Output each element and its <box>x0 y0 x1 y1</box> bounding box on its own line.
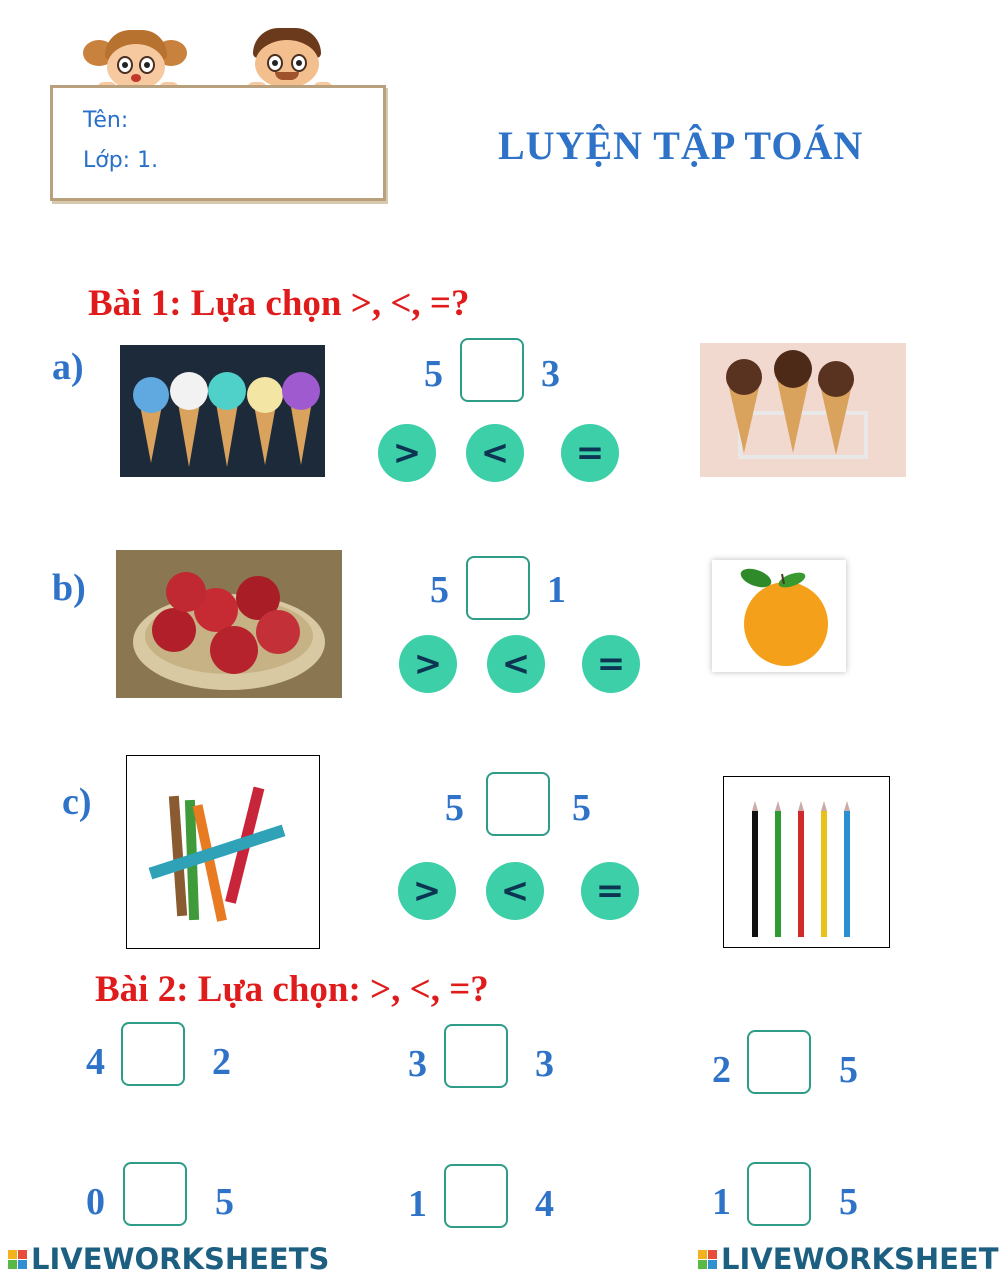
part-b-answer-box[interactable] <box>466 556 530 620</box>
ex2-item-4-left: 0 <box>86 1181 105 1223</box>
part-c-left-number: 5 <box>445 787 464 829</box>
chocolate-ice-cream-image <box>700 343 906 477</box>
ex2-item-1-answer-box[interactable] <box>121 1022 185 1086</box>
part-b-greater-button[interactable]: > <box>399 635 457 693</box>
part-b-label: b) <box>52 567 86 609</box>
part-a-less-button[interactable]: < <box>466 424 524 482</box>
ex2-item-6-answer-box[interactable] <box>747 1162 811 1226</box>
liveworksheets-logo-left: LIVEWORKSHEETS <box>8 1242 329 1276</box>
ex2-item-2-left: 3 <box>408 1043 427 1085</box>
part-c-answer-box[interactable] <box>486 772 550 836</box>
ex2-item-5-left: 1 <box>408 1183 427 1225</box>
part-a-left-number: 5 <box>424 353 443 395</box>
ex2-item-3-right: 5 <box>839 1049 858 1091</box>
page-title: LUYỆN TẬP TOÁN <box>498 123 864 168</box>
ice-cream-cones-image <box>120 345 325 477</box>
part-b-less-button[interactable]: < <box>487 635 545 693</box>
apple-basket-image <box>116 550 342 698</box>
part-a-answer-box[interactable] <box>460 338 524 402</box>
part-b-right-number: 1 <box>547 569 566 611</box>
ex2-item-5-right: 4 <box>535 1183 554 1225</box>
part-c-label: c) <box>62 781 92 823</box>
ex2-item-1-left: 4 <box>86 1041 105 1083</box>
name-label: Tên: <box>83 108 129 133</box>
ex2-item-5-answer-box[interactable] <box>444 1164 508 1228</box>
ex2-item-4-answer-box[interactable] <box>123 1162 187 1226</box>
ex2-item-2-right: 3 <box>535 1043 554 1085</box>
exercise-2-title: Bài 2: Lựa chọn: >, <, =? <box>95 969 489 1010</box>
liveworksheets-icon <box>698 1249 717 1269</box>
logo-text: LIVEWORKSHEETS <box>31 1242 330 1276</box>
ex2-item-6-right: 5 <box>839 1181 858 1223</box>
class-label: Lớp: 1. <box>83 148 159 173</box>
part-c-greater-button[interactable]: > <box>398 862 456 920</box>
crayons-image <box>126 755 320 949</box>
part-a-equal-button[interactable]: = <box>561 424 619 482</box>
ex2-item-2-answer-box[interactable] <box>444 1024 508 1088</box>
part-b-left-number: 5 <box>430 569 449 611</box>
ex2-item-3-answer-box[interactable] <box>747 1030 811 1094</box>
name-card: Tên: Lớp: 1. <box>50 85 386 201</box>
ex2-item-6-left: 1 <box>712 1181 731 1223</box>
liveworksheets-logo-right: LIVEWORKSHEETS <box>698 1242 1000 1276</box>
part-a-greater-button[interactable]: > <box>378 424 436 482</box>
ex2-item-1-right: 2 <box>212 1041 231 1083</box>
liveworksheets-icon <box>8 1249 27 1269</box>
exercise-1-title: Bài 1: Lựa chọn >, <, =? <box>88 283 470 324</box>
part-c-less-button[interactable]: < <box>486 862 544 920</box>
part-b-equal-button[interactable]: = <box>582 635 640 693</box>
part-c-equal-button[interactable]: = <box>581 862 639 920</box>
part-c-right-number: 5 <box>572 787 591 829</box>
part-a-label: a) <box>52 346 84 388</box>
part-a-right-number: 3 <box>541 353 560 395</box>
ex2-item-4-right: 5 <box>215 1181 234 1223</box>
orange-image <box>712 560 846 672</box>
ex2-item-3-left: 2 <box>712 1049 731 1091</box>
logo-text: LIVEWORKSHEETS <box>721 1242 1000 1276</box>
colored-pencils-image <box>723 776 890 948</box>
